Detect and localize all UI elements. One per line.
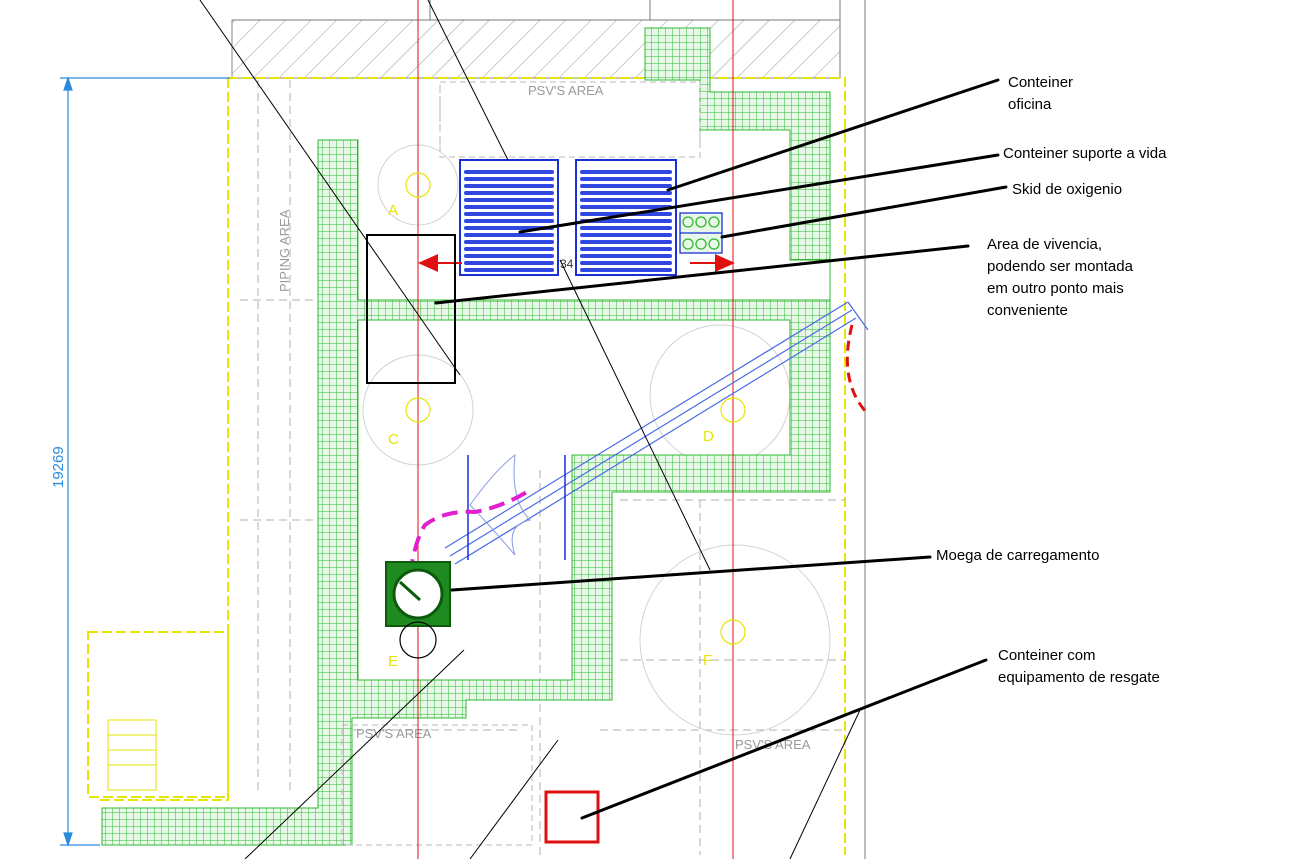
marker-c: C bbox=[388, 431, 399, 448]
rescue-container bbox=[544, 790, 600, 844]
container-stripe bbox=[464, 191, 554, 195]
container-stripe bbox=[464, 198, 554, 202]
container-stripe bbox=[464, 170, 554, 174]
container-suporte-vida bbox=[459, 159, 559, 276]
walkway-grid bbox=[101, 27, 831, 846]
container-stripe bbox=[464, 205, 554, 209]
callout-leaders bbox=[434, 78, 1008, 820]
container-oficina bbox=[575, 159, 677, 276]
container-stripe bbox=[464, 219, 554, 223]
container-stripe bbox=[580, 177, 672, 181]
container-stripe bbox=[580, 191, 672, 195]
container-stripe bbox=[464, 233, 554, 237]
container-stripe bbox=[580, 261, 672, 265]
marker-e: E bbox=[388, 653, 398, 670]
container-stripe bbox=[464, 212, 554, 216]
callout-skid-oxigenio: Skid de oxigenio bbox=[1012, 181, 1123, 198]
container-stripe bbox=[580, 240, 672, 244]
dimension-value: 19269 bbox=[50, 446, 67, 488]
container-stripe bbox=[580, 198, 672, 202]
psv-area-top: PSV'S AREA bbox=[439, 81, 701, 158]
dimension-line bbox=[60, 76, 230, 847]
callout-conteiner-oficina: Conteiner oficina bbox=[1008, 74, 1074, 113]
red-dashed-arc bbox=[845, 324, 868, 413]
callout-moega: Moega de carregamento bbox=[936, 547, 1100, 564]
top-hatched-structure bbox=[231, 0, 866, 859]
marker-a: A bbox=[388, 202, 398, 219]
loading-hopper bbox=[385, 561, 451, 659]
marker-f: F bbox=[703, 652, 712, 669]
curved-outline bbox=[469, 453, 532, 556]
psv-area-bottom-left: PSV'S AREA bbox=[341, 724, 533, 846]
markers bbox=[405, 172, 746, 645]
thin-leaders bbox=[199, 0, 861, 860]
blue-vertical-marks bbox=[467, 455, 566, 560]
container-stripe bbox=[580, 170, 672, 174]
container-stripe bbox=[580, 226, 672, 230]
callout-conteiner-suporte: Conteiner suporte a vida bbox=[1003, 145, 1167, 162]
container-stripe bbox=[464, 240, 554, 244]
container-stripe bbox=[464, 254, 554, 258]
callout-area-vivencia: Area de vivencia, podendo ser montada em… bbox=[987, 236, 1133, 319]
stair-ladder bbox=[107, 719, 157, 791]
container-stripe bbox=[580, 268, 672, 272]
site-boundary bbox=[87, 77, 846, 855]
center-lines bbox=[417, 0, 734, 859]
container-stripe bbox=[580, 247, 672, 251]
container-stripe bbox=[580, 184, 672, 188]
container-stripe bbox=[464, 184, 554, 188]
container-stripe bbox=[580, 233, 672, 237]
living-area-rect bbox=[366, 234, 456, 384]
piping-area-label: PIPING AREA bbox=[277, 209, 292, 292]
container-stripe bbox=[580, 205, 672, 209]
callout-conteiner-resgate: Conteiner com equipamento de resgate bbox=[998, 647, 1160, 686]
magenta-route bbox=[408, 488, 532, 576]
oxygen-skid bbox=[679, 212, 723, 254]
container-stripe bbox=[464, 177, 554, 181]
container-stripe bbox=[580, 254, 672, 258]
container-stripe bbox=[464, 268, 554, 272]
marker-d: D bbox=[703, 428, 714, 445]
container-stripe bbox=[464, 247, 554, 251]
container-stripe bbox=[464, 261, 554, 265]
red-arrow-right bbox=[715, 254, 735, 272]
psv-top-label: PSV'S AREA bbox=[528, 83, 604, 98]
red-arrow-left bbox=[418, 254, 438, 272]
psv-bottom-left-label: PSV'S AREA bbox=[356, 726, 432, 741]
